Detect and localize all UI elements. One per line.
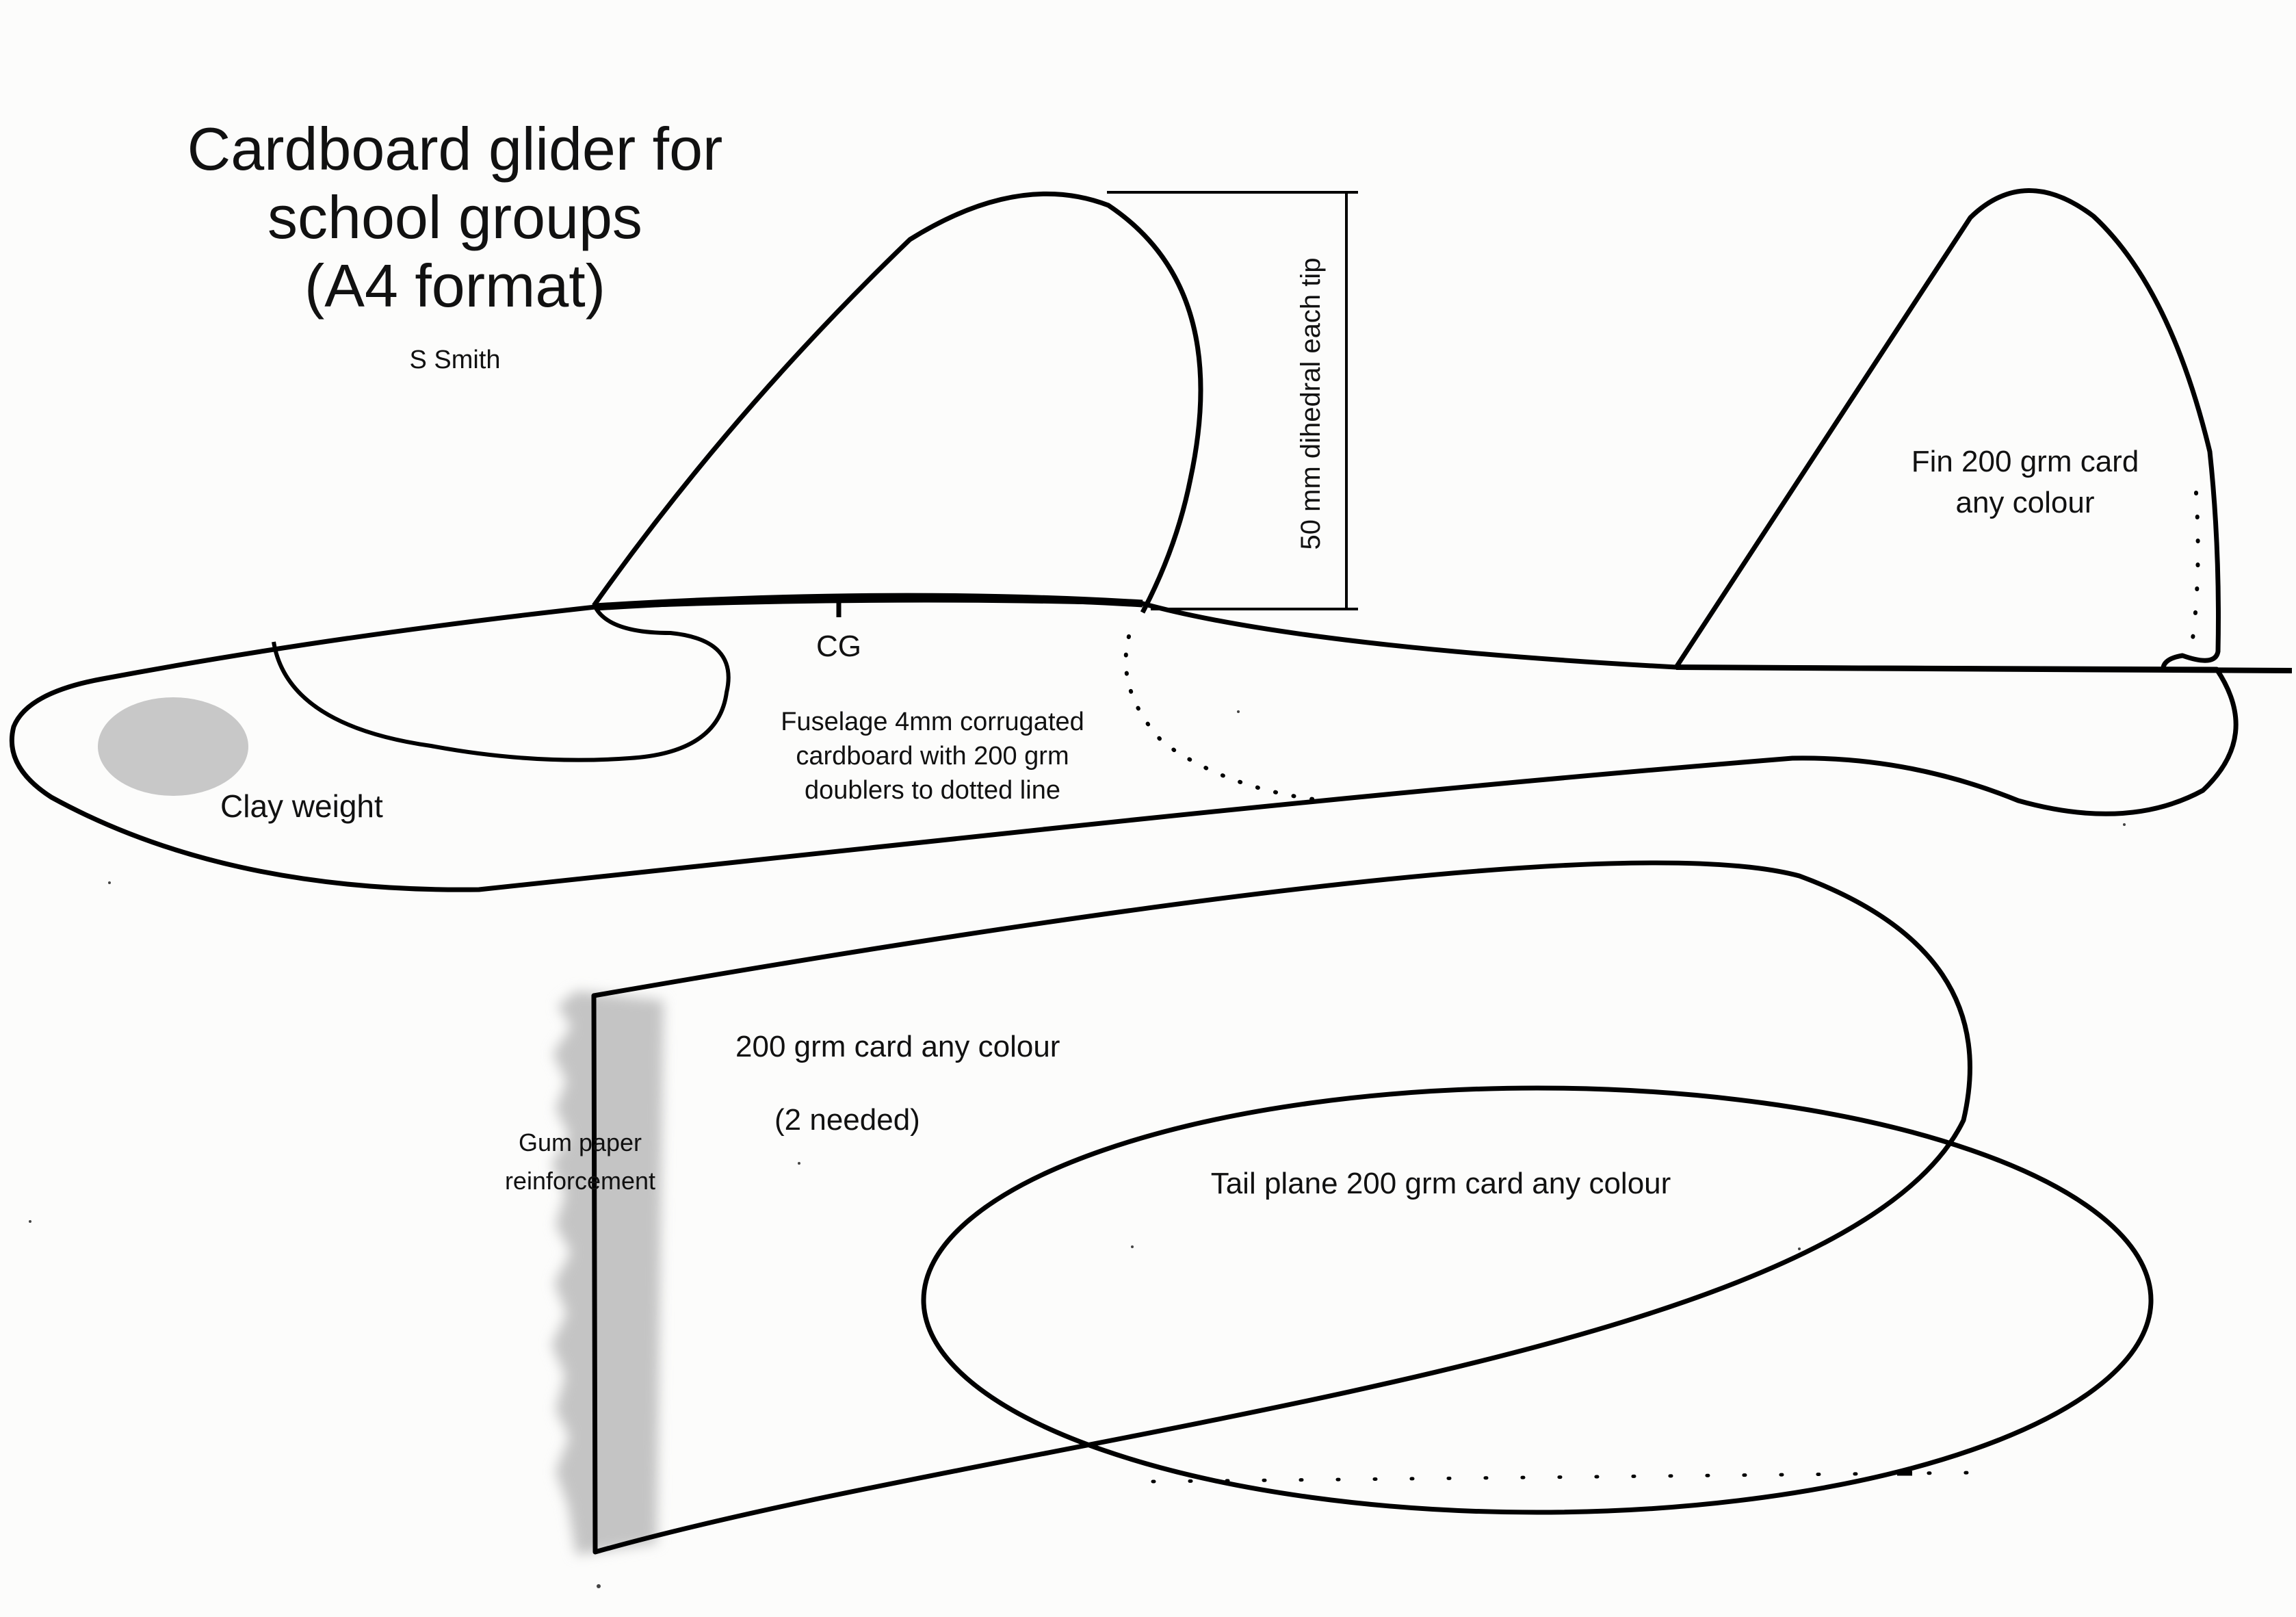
gum-paper-label-line: reinforcement xyxy=(504,1167,656,1195)
dihedral-label: 50 mm dihedral each tip xyxy=(1296,257,1326,550)
title-line: Cardboard glider for xyxy=(187,115,723,183)
author-name: S Smith xyxy=(409,346,501,374)
fuselage-label: Fuselage 4mm corrugated cardboard with 2… xyxy=(781,705,1084,807)
fin-label-line: Fin 200 grm card xyxy=(1911,445,2139,478)
fin-dotted-line xyxy=(2189,491,2200,656)
title-line: school groups xyxy=(268,183,642,251)
document-title: Cardboard glider for school groups (A4 f… xyxy=(187,115,723,320)
gum-paper-strip xyxy=(551,991,664,1555)
doubler-dotted-line xyxy=(1123,634,1316,801)
fuselage-tail-line xyxy=(1675,664,2293,673)
gum-paper-fill xyxy=(551,991,664,1555)
tail-plane-outline xyxy=(921,1085,2154,1515)
gum-paper-label: Gum paper reinforcement xyxy=(505,1124,655,1200)
title-line: (A4 format) xyxy=(304,252,606,320)
wing-material-label: 200 grm card any colour xyxy=(735,1030,1060,1063)
wing-tip-side-outline xyxy=(592,191,1203,614)
tail-plane-label: Tail plane 200 grm card any colour xyxy=(1210,1167,1671,1200)
fin-label-line: any colour xyxy=(1955,486,2095,519)
fin-outline xyxy=(1674,188,2221,669)
paper-specks xyxy=(29,710,2126,1588)
fuselage-label-line: doublers to dotted line xyxy=(805,776,1060,805)
canopy-outline xyxy=(272,606,731,762)
wing-outline xyxy=(591,860,1972,1555)
clay-weight-shape xyxy=(98,697,248,796)
cg-label: CG xyxy=(816,630,861,663)
fin-label: Fin 200 grm card any colour xyxy=(1912,441,2139,523)
fuselage-label-line: cardboard with 200 grm xyxy=(796,742,1069,771)
gum-paper-label-line: Gum paper xyxy=(518,1128,642,1156)
wing-quantity-label: (2 needed) xyxy=(774,1103,920,1137)
fuselage-top-edge xyxy=(595,593,1143,611)
wing-root-line xyxy=(592,995,597,1553)
fuselage-outline xyxy=(9,597,2239,892)
clay-weight-label: Clay weight xyxy=(220,788,383,824)
fuselage-label-line: Fuselage 4mm corrugated xyxy=(781,708,1084,736)
